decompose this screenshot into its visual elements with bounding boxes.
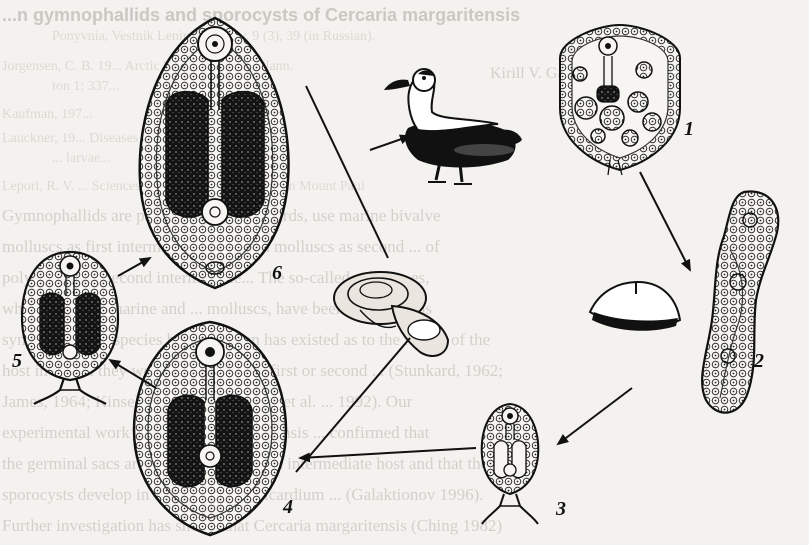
sporocyst-stage-2 — [702, 191, 778, 412]
bivalve-shell-icon — [590, 282, 680, 331]
stage-label-6: 6 — [272, 262, 282, 285]
stage-label-4: 4 — [283, 496, 293, 519]
metacercaria-stage-6 — [140, 18, 289, 288]
metacercaria-stage-4 — [134, 322, 286, 535]
stage-label-1: 1 — [684, 118, 694, 141]
arrow-2-to-3 — [558, 388, 632, 444]
arrow-1-to-2 — [640, 172, 690, 270]
arrow-to-duck — [370, 136, 410, 150]
eider-duck-illustration — [384, 69, 522, 184]
cercaria-stage-3 — [482, 404, 539, 524]
snail-shell-icon — [334, 272, 448, 356]
arrow-5-to-6 — [118, 258, 150, 276]
arrow-6-to-snail — [306, 86, 388, 258]
sporocyst-stage-1 — [560, 25, 680, 175]
stage-label-5: 5 — [12, 350, 22, 373]
metacercaria-stage-5 — [22, 252, 118, 404]
arrow-3-to-4 — [300, 448, 476, 458]
stage-label-3: 3 — [556, 498, 566, 521]
stage-label-2: 2 — [754, 350, 764, 373]
